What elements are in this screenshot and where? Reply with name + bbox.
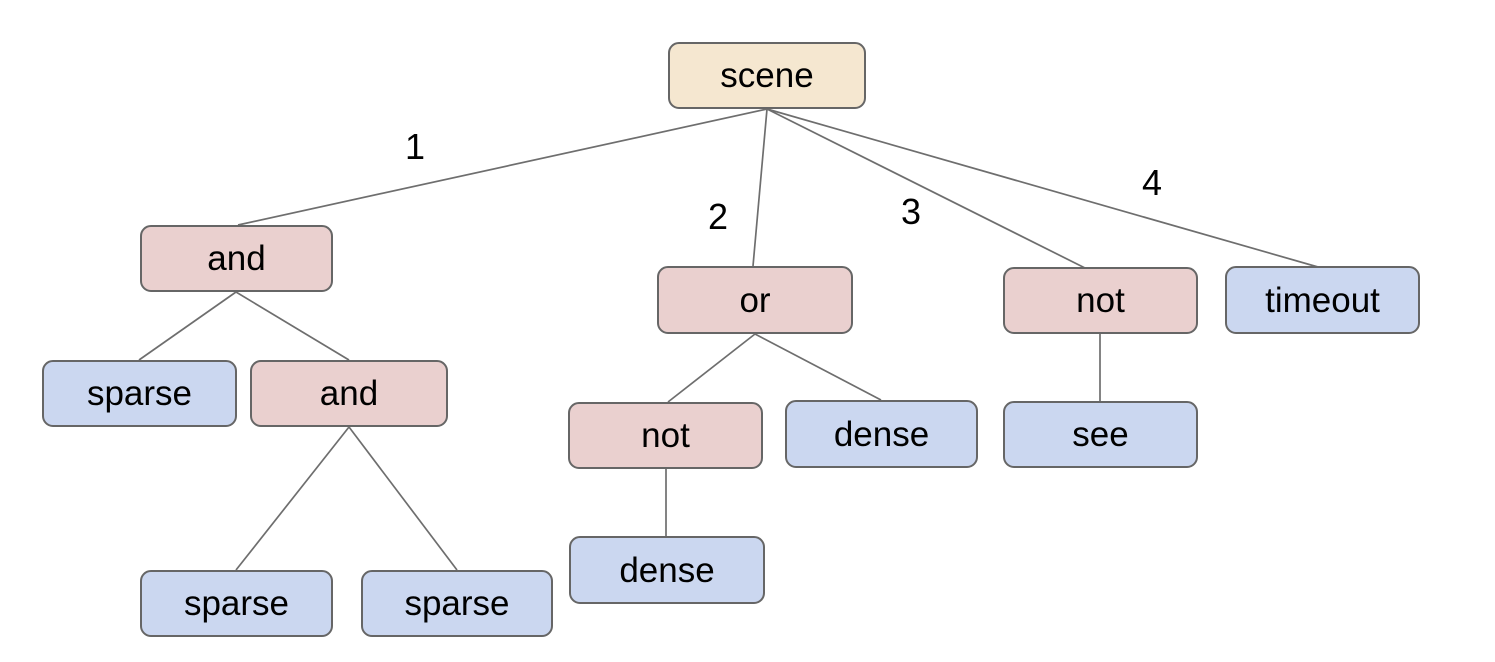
edge-label-3: 3	[900, 191, 922, 232]
edge-scene-and	[237, 108, 768, 226]
edge-and2-sparse	[235, 426, 350, 571]
node-sparse-3: sparse	[361, 570, 553, 637]
edge-label-2: 2	[707, 196, 729, 237]
edge-or-dense	[754, 333, 882, 401]
edge-scene-not	[766, 108, 1086, 269]
node-timeout: timeout	[1225, 266, 1420, 334]
node-not-1: not	[1003, 267, 1198, 334]
edge-and2-sparse2	[348, 426, 458, 571]
edge-and-and	[235, 291, 350, 361]
node-dense-1: dense	[785, 400, 978, 468]
node-sparse-1: sparse	[42, 360, 237, 427]
node-dense-2: dense	[569, 536, 765, 604]
edge-label-4: 4	[1141, 162, 1163, 203]
edge-label-1: 1	[404, 126, 426, 167]
node-see: see	[1003, 401, 1198, 468]
edge-scene-timeout	[766, 108, 1319, 268]
node-or: or	[657, 266, 853, 334]
node-and-2: and	[250, 360, 448, 427]
node-scene: scene	[668, 42, 866, 109]
edge-scene-or	[752, 108, 768, 267]
edge-and-sparse	[138, 291, 237, 361]
node-sparse-2: sparse	[140, 570, 333, 637]
edge-or-not	[667, 333, 756, 403]
node-and-1: and	[140, 225, 333, 292]
node-not-2: not	[568, 402, 763, 469]
